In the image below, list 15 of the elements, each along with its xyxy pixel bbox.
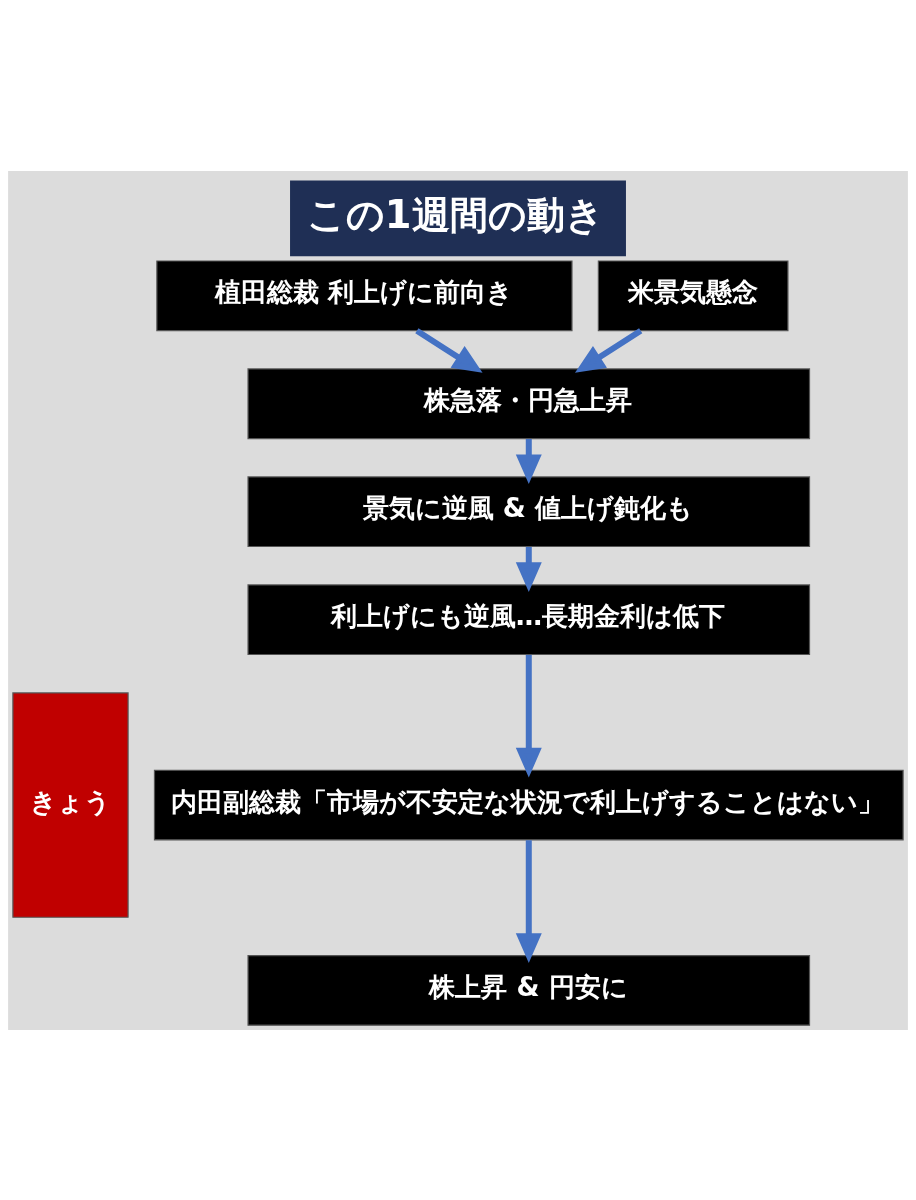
node-box: 植田総裁 利上げに前向き xyxy=(156,259,573,331)
node-box: 利上げにも逆風…長期金利は低下 xyxy=(247,583,811,655)
diagram-title: この1週間の動き xyxy=(306,191,604,237)
arrow xyxy=(515,654,542,778)
node-box: 米景気懸念 xyxy=(597,259,789,331)
arrow xyxy=(515,546,542,592)
arrow xyxy=(515,839,542,963)
node-box: 景気に逆風 & 値上げ鈍化も xyxy=(247,475,811,547)
node-box: きょう xyxy=(12,691,129,918)
arrow xyxy=(415,327,483,373)
node-box: 株上昇 & 円安に xyxy=(247,954,811,1026)
node-box: 内田副総裁「市場が不安定な状況で利上げすることはない」 xyxy=(153,769,904,840)
arrow xyxy=(575,327,643,373)
node-box: 株急落・円急上昇 xyxy=(247,367,811,439)
arrow xyxy=(515,438,542,484)
